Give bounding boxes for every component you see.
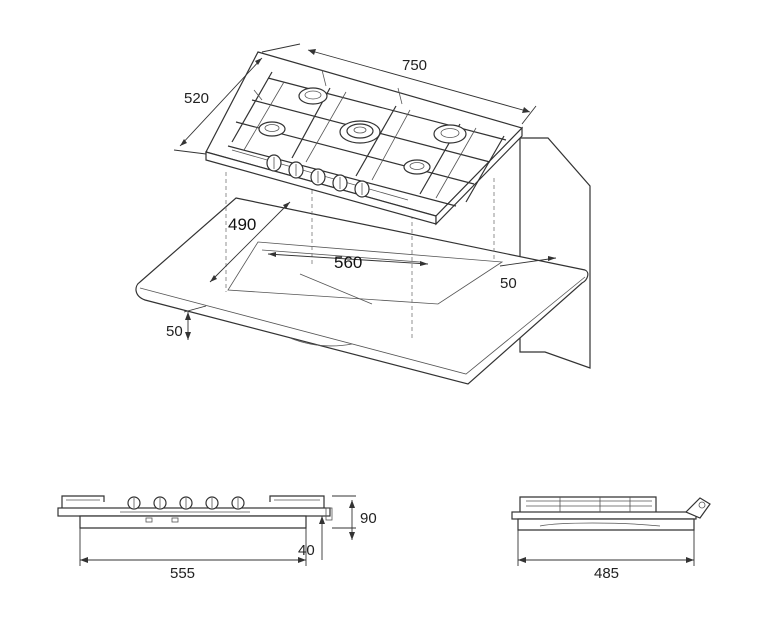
dimension-490	[209, 201, 291, 283]
isometric-view: 750 520 490 560 50 50	[135, 43, 591, 385]
cabinet-side-panel	[519, 137, 591, 369]
front-elevation-view: 90 40 555	[57, 495, 377, 582]
label-50-back: 50	[500, 275, 517, 292]
label-750: 750	[402, 57, 427, 74]
dimension-560	[267, 252, 429, 266]
dimension-50-back	[499, 256, 557, 267]
countertop	[135, 197, 589, 385]
dimension-50-front	[183, 305, 207, 340]
label-90: 90	[360, 510, 377, 527]
hob-side-edge	[435, 126, 523, 226]
cutout-divider	[299, 273, 373, 305]
burner-rear-left	[298, 87, 328, 105]
countertop-edge	[139, 276, 586, 375]
label-520: 520	[184, 90, 209, 107]
countertop-support	[289, 337, 353, 347]
control-knobs	[266, 154, 370, 198]
dimension-520	[173, 57, 263, 155]
label-485: 485	[594, 565, 619, 582]
side-elevation-view: 485	[511, 496, 711, 582]
front-knobs	[127, 496, 245, 510]
label-40: 40	[298, 542, 315, 559]
label-490: 490	[228, 215, 256, 234]
burner-right	[433, 124, 467, 144]
dimension-750	[261, 43, 537, 125]
label-50-front: 50	[166, 323, 183, 340]
burner-front-right	[403, 159, 431, 175]
burner-center-wok	[339, 120, 381, 144]
cutout-opening	[227, 241, 504, 305]
burner-left	[258, 121, 286, 137]
label-555: 555	[170, 565, 195, 582]
label-560: 560	[334, 253, 362, 272]
cutout-divider	[261, 249, 421, 263]
